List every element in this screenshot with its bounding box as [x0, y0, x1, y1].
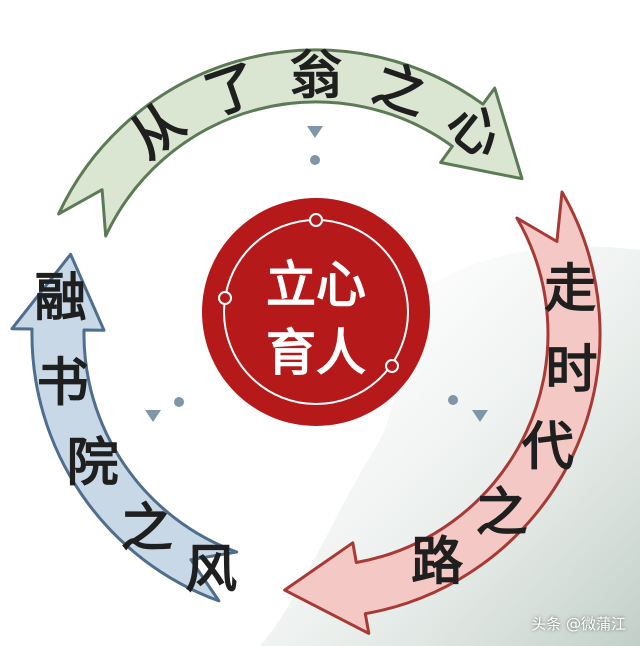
marker-top-triangle-icon	[307, 126, 323, 138]
center-disc	[202, 198, 430, 426]
arc-right-segment	[283, 190, 602, 635]
arc-label-glyph: 院	[67, 433, 119, 494]
center-medallion: 立心 育人	[202, 198, 430, 426]
arc-label-glyph: 路	[411, 531, 464, 592]
arc-label-glyph: 代	[521, 417, 574, 478]
marker-top	[307, 126, 323, 165]
marker-top-dot-icon	[310, 155, 320, 165]
arc-label-glyph: 书	[37, 353, 89, 414]
ring-node-icon	[309, 213, 323, 227]
marker-right	[448, 395, 488, 422]
arc-label-glyph: 风	[185, 539, 237, 600]
center-line-1: 立心	[266, 255, 366, 314]
background-ink-wash	[260, 246, 640, 646]
arc-label-glyph: 之	[476, 483, 528, 544]
marker-left-triangle-icon	[145, 410, 161, 422]
arc-left-segment	[10, 252, 239, 603]
arc-top-segment	[57, 48, 524, 238]
ring-node-icon	[385, 359, 399, 373]
arc-label-glyph: 时	[545, 339, 597, 400]
arc-label-glyph: 之	[121, 498, 173, 559]
marker-left-dot-icon	[174, 397, 184, 407]
arc-label-glyph: 翁	[290, 46, 342, 107]
center-line-2: 育人	[266, 323, 366, 382]
watermark: 头条 @微蒲江	[531, 615, 626, 633]
marker-left	[145, 397, 184, 422]
marker-right-dot-icon	[448, 395, 458, 405]
ring-node-icon	[218, 291, 232, 305]
marker-right-triangle-icon	[472, 410, 488, 422]
arc-label-glyph: 融	[34, 268, 86, 329]
arc-label-glyph: 走	[544, 259, 596, 320]
